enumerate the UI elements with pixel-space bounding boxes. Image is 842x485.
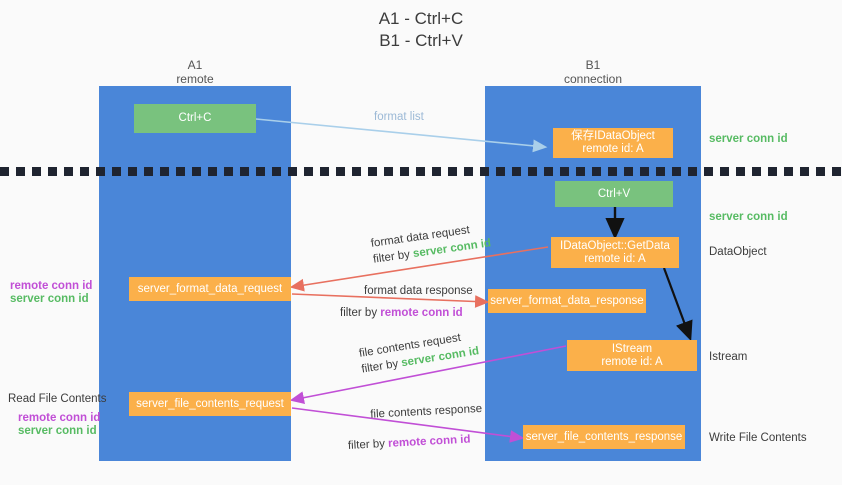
annotation-istream-text: Istream bbox=[709, 351, 748, 363]
edge-label-file-contents-response: file contents response bbox=[370, 401, 493, 421]
annotation-remote-conn-id-1-text: remote conn id bbox=[10, 280, 93, 292]
box-istream-line1: IStream bbox=[611, 342, 653, 355]
box-getdata-line2: remote id: A bbox=[584, 252, 646, 265]
box-ctrl-c[interactable]: Ctrl+C bbox=[134, 104, 256, 133]
box-save-idataobject[interactable]: 保存IDataObject remote id: A bbox=[553, 128, 673, 158]
annotation-remote-conn-id-2: remote conn id bbox=[18, 411, 100, 425]
box-server-file-contents-response[interactable]: server_file_contents_response bbox=[523, 425, 685, 449]
annotation-istream: Istream bbox=[709, 350, 747, 364]
annotation-write-file-contents-text: Write File Contents bbox=[709, 432, 807, 444]
edge-label-format-list: format list bbox=[374, 110, 424, 124]
box-save-idataobject-line1: 保存IDataObject bbox=[571, 130, 655, 142]
annotation-read-file-contents: Read File Contents bbox=[8, 392, 106, 406]
edge-label-format-data-response-filter: filter by remote conn id bbox=[340, 306, 463, 320]
box-server-format-data-response[interactable]: server_format_data_response bbox=[488, 289, 646, 313]
annotation-read-file-contents-text: Read File Contents bbox=[8, 393, 107, 405]
edge-label-file-contents-response-text: file contents response bbox=[370, 402, 483, 421]
edge-label-file-contents-response-filter: filter by remote conn id bbox=[348, 433, 471, 453]
annotation-write-file-contents: Write File Contents bbox=[709, 431, 807, 445]
annotation-server-conn-id-mid: server conn id bbox=[709, 210, 788, 224]
title-line-2: B1 - Ctrl+V bbox=[379, 31, 463, 50]
page-title: A1 - Ctrl+C B1 - Ctrl+V bbox=[0, 8, 842, 52]
column-a1-name: A1 bbox=[187, 58, 203, 72]
box-save-idataobject-line2: remote id: A bbox=[582, 143, 644, 155]
filter-prefix-3: filter by bbox=[360, 357, 403, 376]
edge-label-file-contents-request-group: file contents request filter by server c… bbox=[358, 328, 480, 376]
box-istream-line2: remote id: A bbox=[601, 355, 663, 368]
annotation-server-conn-id-1: server conn id bbox=[10, 292, 89, 306]
annotation-server-conn-id-1-text: server conn id bbox=[10, 293, 89, 305]
annotation-server-conn-id-mid-text: server conn id bbox=[709, 211, 788, 223]
filter-key-remote-conn-id-2: remote conn id bbox=[387, 433, 471, 450]
annotation-server-conn-id-top: server conn id bbox=[709, 132, 788, 146]
separator-dashed-line bbox=[0, 167, 842, 176]
column-header-a1: A1 remote bbox=[99, 58, 291, 86]
filter-prefix-2: filter by bbox=[340, 307, 381, 319]
box-getdata-line1: IDataObject::GetData bbox=[560, 239, 670, 252]
filter-prefix: filter by bbox=[372, 248, 414, 266]
edge-label-format-list-text: format list bbox=[374, 111, 424, 123]
box-server-file-contents-request-label: server_file_contents_request bbox=[136, 397, 284, 410]
edge-label-file-contents-response-group: file contents response filter by remote … bbox=[346, 403, 483, 452]
box-ctrl-v[interactable]: Ctrl+V bbox=[555, 181, 673, 207]
box-server-format-data-response-label: server_format_data_response bbox=[490, 294, 644, 307]
edge-label-format-data-request-group: format data request filter by server con… bbox=[370, 220, 492, 266]
annotation-remote-conn-id-1: remote conn id bbox=[10, 279, 92, 293]
annotation-remote-conn-id-2-text: remote conn id bbox=[18, 412, 101, 424]
edge-label-format-data-response: format data response bbox=[364, 284, 473, 298]
annotation-server-conn-id-2-text: server conn id bbox=[18, 425, 97, 437]
filter-prefix-4: filter by bbox=[347, 437, 389, 452]
box-ctrl-v-label: Ctrl+V bbox=[597, 187, 631, 200]
box-server-format-data-request[interactable]: server_format_data_request bbox=[129, 277, 291, 301]
annotation-server-conn-id-top-text: server conn id bbox=[709, 133, 788, 145]
edge-label-format-data-response-text: format data response bbox=[364, 285, 473, 297]
annotation-dataobject: DataObject bbox=[709, 245, 767, 259]
box-ctrl-c-label: Ctrl+C bbox=[178, 112, 212, 124]
box-server-file-contents-request[interactable]: server_file_contents_request bbox=[129, 392, 291, 416]
column-a1-role: remote bbox=[176, 72, 214, 86]
box-istream[interactable]: IStream remote id: A bbox=[567, 340, 697, 371]
column-b1-role: connection bbox=[563, 72, 623, 86]
filter-key-remote-conn-id: remote conn id bbox=[380, 307, 463, 319]
annotation-dataobject-text: DataObject bbox=[709, 246, 767, 258]
box-idataobject-getdata[interactable]: IDataObject::GetData remote id: A bbox=[551, 237, 679, 268]
annotation-server-conn-id-2: server conn id bbox=[18, 424, 97, 438]
title-line-1: A1 - Ctrl+C bbox=[378, 9, 464, 28]
box-server-format-data-request-label: server_format_data_request bbox=[137, 282, 283, 295]
box-server-file-contents-response-label: server_file_contents_response bbox=[525, 430, 683, 443]
column-b1-name: B1 bbox=[585, 58, 601, 72]
column-header-b1: B1 connection bbox=[485, 58, 701, 86]
